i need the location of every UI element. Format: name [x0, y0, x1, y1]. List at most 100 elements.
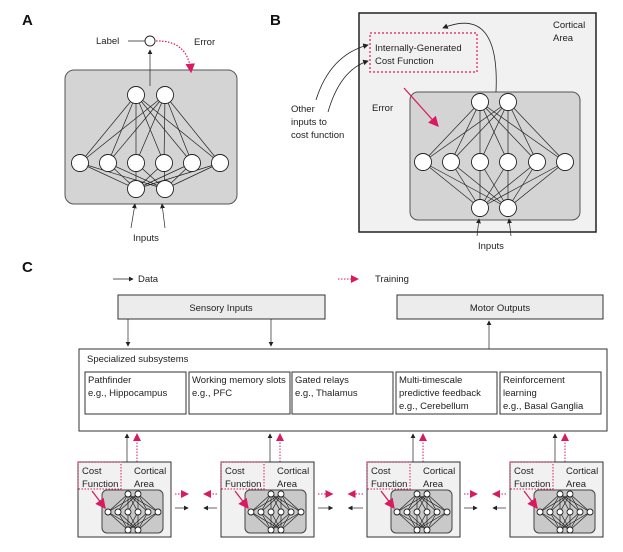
connection [416, 511, 438, 531]
neuron [433, 508, 441, 516]
connection [479, 161, 509, 209]
connection [450, 161, 509, 209]
neuron [124, 526, 132, 534]
connection [127, 511, 159, 531]
connection [107, 94, 166, 164]
connection [137, 511, 159, 531]
connection [137, 493, 159, 513]
connection [164, 94, 193, 164]
cortical-modules: CostFunctionCorticalAreaCostFunctionCort… [77, 433, 604, 538]
error-arrow [523, 490, 538, 510]
connection [135, 94, 221, 164]
panel-c: C Data Training Sensory Inputs Motor Out… [22, 259, 608, 538]
legend-data-text: Data [138, 274, 159, 285]
neuron [154, 508, 162, 516]
subsystem-text: learning [503, 388, 537, 399]
cost-text-1: Internally-Generated [375, 43, 462, 54]
panel-a-letter: A [22, 12, 33, 29]
connection [164, 162, 221, 190]
connection [396, 493, 428, 513]
panel-b: B Cortical Area Internally-Generated Cos… [270, 12, 597, 252]
sensory-inputs-box [117, 294, 326, 320]
connection [549, 493, 571, 513]
connection [539, 493, 571, 513]
connection [569, 493, 591, 513]
connection [260, 493, 282, 513]
neuron [127, 86, 145, 104]
connection [396, 511, 418, 531]
neuron [546, 508, 554, 516]
neuron [156, 86, 174, 104]
subsystem-text: e.g., PFC [192, 388, 232, 399]
neuron [257, 508, 265, 516]
connection [270, 511, 292, 531]
neuron [556, 526, 564, 534]
connection [135, 94, 193, 164]
neural-network [536, 490, 594, 534]
connection [107, 493, 129, 513]
subsystems-title: Specialized subsystems [87, 354, 189, 365]
connection [135, 94, 166, 164]
error-text: Error [194, 37, 215, 48]
network-box [390, 489, 453, 534]
neuron [443, 508, 451, 516]
network-box [244, 489, 307, 534]
neuron [277, 490, 285, 498]
connection [422, 101, 509, 163]
error-arrow [403, 87, 439, 127]
neuron [127, 180, 145, 198]
neuron [71, 154, 89, 172]
neuron [403, 508, 411, 516]
connection [79, 94, 137, 164]
connection [559, 511, 581, 531]
module-text: Area [423, 479, 444, 490]
subsystem-text: Multi-timescale [399, 375, 462, 386]
area-text: Area [553, 33, 574, 44]
module-text: Area [566, 479, 587, 490]
input-arrow [130, 203, 137, 229]
cost-function-box [509, 461, 554, 490]
subsystem-text: e.g., Hippocampus [88, 388, 167, 399]
neuron [566, 526, 574, 534]
error-arrow [380, 490, 395, 510]
neuron [471, 199, 489, 217]
module-text: Area [134, 479, 155, 490]
connection [163, 94, 166, 164]
neuron [423, 526, 431, 534]
neuron [471, 153, 489, 171]
neuron [156, 180, 174, 198]
network-box [101, 489, 164, 534]
connection [479, 101, 509, 163]
subsystem-text: Reinforcement [503, 375, 565, 386]
cost-function-box [369, 32, 478, 73]
neural-network [414, 93, 574, 217]
connection [422, 101, 481, 163]
module-text: Cortical [134, 466, 166, 477]
cost-text-2: Cost Function [375, 56, 434, 67]
label-text: Label [96, 36, 119, 47]
connection [107, 162, 166, 190]
module-text: Area [277, 479, 298, 490]
module-text: Cortical [277, 466, 309, 477]
other-input-arrow [315, 43, 369, 101]
neuron [247, 508, 255, 516]
connection [507, 101, 566, 163]
subsystem-text: e.g., Cerebellum [399, 401, 469, 412]
neuron [423, 490, 431, 498]
neuron [566, 508, 574, 516]
neural-network [71, 86, 229, 198]
neuron [267, 490, 275, 498]
subsystem-text: Gated relays [295, 375, 349, 386]
connection [539, 511, 561, 531]
sensory-inputs-text: Sensory Inputs [189, 303, 253, 314]
connection [406, 493, 428, 513]
connection [280, 493, 302, 513]
module-text: Function [371, 479, 407, 490]
connection [164, 94, 221, 164]
